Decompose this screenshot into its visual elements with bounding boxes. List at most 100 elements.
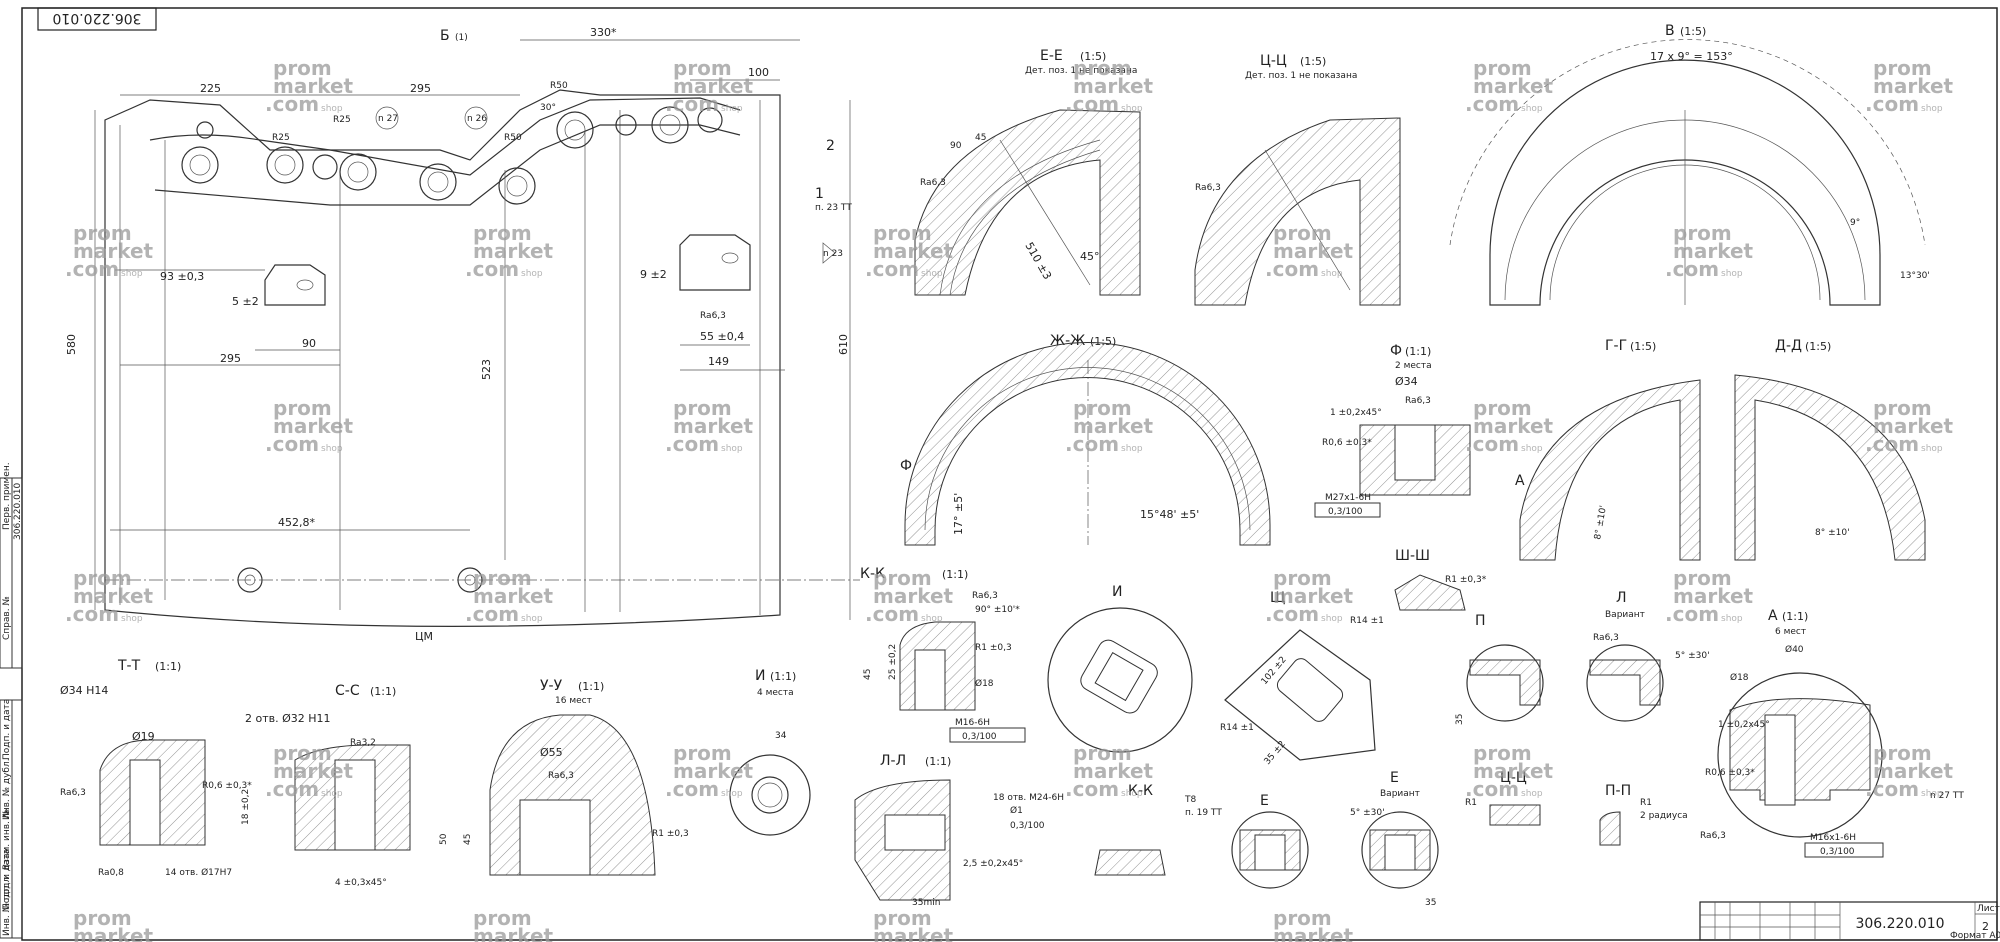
- dim-90: 90: [302, 337, 316, 350]
- dim-zh-17: 17° ±5': [952, 493, 965, 535]
- side-stamp-5: Инв. № дубл.: [2, 758, 12, 820]
- ra-a1: Ra6,3: [1700, 831, 1726, 841]
- dim-sh-r14: R14 ±1: [1350, 616, 1384, 626]
- ra-u: Ra6,3: [548, 771, 574, 781]
- dim-l-25: 2,5 ±0,2x45°: [963, 859, 1023, 869]
- dim-sh-102: 102 ±2: [1260, 655, 1289, 687]
- view-sh-sh: Ш-Ш R1 ±0,3*: [1394, 548, 1487, 611]
- dim-k-45: 45: [863, 669, 873, 680]
- dim-ee-45: 45: [975, 133, 986, 143]
- dim-u-45: 45: [463, 834, 473, 845]
- view-i1: И (1:1) 4 места 34: [729, 668, 811, 836]
- watermark-text: market: [473, 239, 554, 263]
- watermark-text: prom: [473, 906, 532, 930]
- watermark-text: .com: [865, 257, 919, 281]
- dim-u-r1: R1 ±0,3: [652, 829, 689, 839]
- watermark-text: market: [473, 584, 554, 608]
- dim-p-35: 35: [1455, 714, 1465, 725]
- dim-u-50: 50: [439, 833, 449, 845]
- dim-v-9: 9°: [1850, 218, 1860, 228]
- view-pp-label: П-П: [1605, 783, 1631, 799]
- watermark-suffix: shop: [1121, 104, 1143, 114]
- view-u-u-scale: (1:1): [578, 680, 604, 693]
- watermark-text: market: [673, 74, 754, 98]
- dim-9: 9 ±2: [640, 268, 667, 281]
- dim-ee-90: 90: [950, 141, 962, 151]
- view-k-k1-label: К-К: [860, 566, 885, 582]
- watermark-suffix: shop: [1721, 614, 1743, 624]
- dim-zh-15: 15°48' ±5': [1140, 508, 1199, 521]
- view-f-note: 2 места: [1395, 361, 1432, 371]
- watermark-text: market: [1673, 239, 1754, 263]
- watermark-text: prom: [1873, 56, 1932, 80]
- dim-v-13: 13°30': [1900, 271, 1930, 281]
- view-ts-ts: Ц-Ц (1:5) Дет. поз. 1 не показана Ra6,3: [1194, 53, 1401, 306]
- watermark-text: .com: [265, 432, 319, 456]
- watermark-text: prom: [1473, 741, 1532, 765]
- title-format: Формат А0х2: [1950, 931, 2000, 941]
- dim-k-25: 25 ±0,2: [888, 644, 898, 680]
- side-stamp-7: Подп. и дата: [2, 849, 12, 910]
- view-ch-ch: Ц-Ц R1: [1465, 770, 1541, 826]
- dim-295a: 295: [410, 82, 431, 95]
- view-i: И: [1047, 584, 1193, 753]
- watermark-text: market: [73, 584, 154, 608]
- watermark-text: .com: [1665, 602, 1719, 626]
- dim-330: 330*: [590, 26, 617, 39]
- view-l-label: Л: [1616, 590, 1627, 606]
- view-ts-ts-note: Дет. поз. 1 не показана: [1245, 71, 1357, 81]
- view-b-scale: (1): [455, 33, 468, 43]
- view-u-u-note: 16 мест: [555, 696, 592, 706]
- watermark-text: market: [273, 74, 354, 98]
- dim-r50b: R50: [504, 133, 522, 143]
- dim-93: 93 ±0,3: [160, 270, 204, 283]
- watermark-text: prom: [1073, 56, 1132, 80]
- dim-f-m27: M27x1-6H: [1325, 493, 1371, 503]
- dim-t-ra08: Ra0,8: [98, 868, 124, 878]
- view-e-e: Е-Е (1:5) Дет. поз. 1 не показана 510 ±3…: [914, 48, 1141, 296]
- side-stamp-4: Подп. и дата: [2, 699, 12, 760]
- side-stamp-6: Взам. инв. №: [2, 809, 12, 870]
- pos-1-note: п. 23 ТТ: [815, 203, 852, 213]
- watermark-text: market: [73, 924, 154, 942]
- view-l-var: Вариант: [1605, 610, 1645, 620]
- dim-295b: 295: [220, 352, 241, 365]
- watermark-text: prom: [73, 566, 132, 590]
- dim-a1-tol: 0,3/100: [1820, 847, 1855, 857]
- view-e1-label: Е: [1260, 793, 1269, 809]
- sheet-border: [21, 7, 1998, 941]
- watermark-text: prom: [1273, 221, 1332, 245]
- watermark-suffix: shop: [1921, 789, 1943, 799]
- view-e-e-note: Дет. поз. 1 не показана: [1025, 66, 1137, 76]
- view-a1-label: А: [1768, 608, 1778, 624]
- view-g-g: Г-Г (1:5) 8° ±10' А: [1515, 338, 1701, 561]
- view-b-label: Б: [440, 28, 450, 44]
- watermark-text: .com: [865, 602, 919, 626]
- watermark-text: market: [1073, 74, 1154, 98]
- dim-kk-n19: п. 19 ТТ: [1185, 808, 1222, 818]
- dim-t-r06: R0,6 ±0,3*: [202, 781, 252, 791]
- view-f-label: Ф: [1390, 343, 1402, 359]
- view-e1-variant: Е Вариант 5° ±30' 35: [1350, 770, 1439, 908]
- dim-452: 452,8*: [278, 516, 315, 529]
- ra-k: Ra6,3: [972, 591, 998, 601]
- view-a1-mark: А: [1515, 473, 1525, 489]
- watermark-text: market: [673, 759, 754, 783]
- watermark-text: market: [1273, 924, 1354, 942]
- watermark-suffix: shop: [1521, 104, 1543, 114]
- watermark-suffix: shop: [721, 104, 743, 114]
- watermark-suffix: shop: [1321, 614, 1343, 624]
- watermark-text: market: [1473, 414, 1554, 438]
- dim-n27: n 27: [378, 114, 398, 124]
- watermark-suffix: shop: [721, 444, 743, 454]
